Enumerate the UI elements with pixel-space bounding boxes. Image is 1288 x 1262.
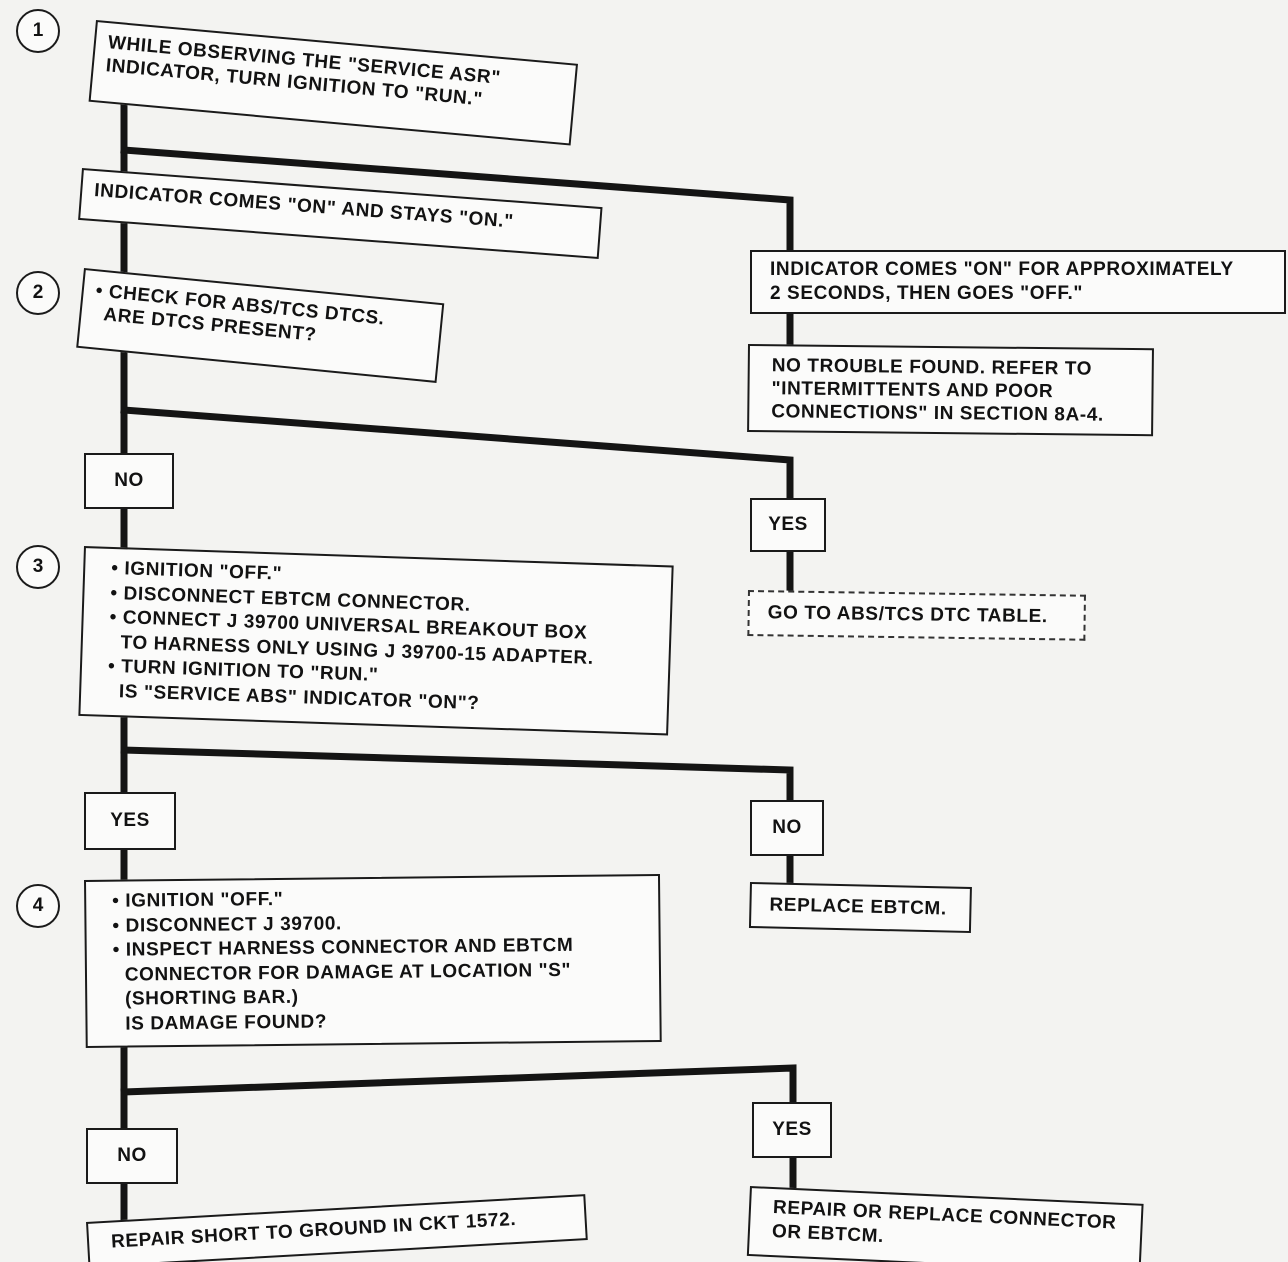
branch-step4-line <box>120 1064 797 1109</box>
step-3-no-label: NO <box>750 800 824 856</box>
dtc-table-text: GO TO ABS/TCS DTC TABLE. <box>767 602 1048 628</box>
outcome-dtc-table-box: GO TO ABS/TCS DTC TABLE. <box>747 590 1086 641</box>
outcome-goes-off-box: INDICATOR COMES "ON" FOR APPROXIMATELY 2… <box>750 250 1286 314</box>
outcome-no-trouble-box: NO TROUBLE FOUND. REFER TO "INTERMITTENT… <box>747 344 1154 437</box>
replace-ebtcm-text: REPLACE EBTCM. <box>769 894 947 920</box>
outcome-goes-off-line-2: 2 SECONDS, THEN GOES "OFF." <box>770 283 1083 304</box>
step-number-2: 2 <box>16 271 60 315</box>
step-4-no-label: NO <box>86 1128 178 1184</box>
step-number-3: 3 <box>16 545 60 589</box>
no-trouble-line-3: CONNECTIONS" IN SECTION 8A-4. <box>771 401 1104 426</box>
step-number-1: 1 <box>16 9 60 53</box>
outcome-goes-off-line-1: INDICATOR COMES "ON" FOR APPROXIMATELY <box>770 259 1234 280</box>
step-4-line-6: IS DAMAGE FOUND? <box>113 1010 328 1035</box>
step-number-4: 4 <box>16 884 60 928</box>
outcome-replace-ebtcm-box: REPLACE EBTCM. <box>748 882 972 934</box>
branch-step3-line <box>120 746 794 804</box>
step-3-box: • IGNITION "OFF." • DISCONNECT EBTCM CON… <box>78 546 674 736</box>
branch-step2-line <box>120 406 794 504</box>
step-4-yes-label: YES <box>752 1102 832 1158</box>
branch-step1-line <box>120 146 794 259</box>
step-3-yes-label: YES <box>84 792 176 850</box>
step-4-box: • IGNITION "OFF." • DISCONNECT J 39700. … <box>84 873 662 1048</box>
step-2-no-label: NO <box>84 453 174 509</box>
step-2-yes-label: YES <box>750 498 826 552</box>
